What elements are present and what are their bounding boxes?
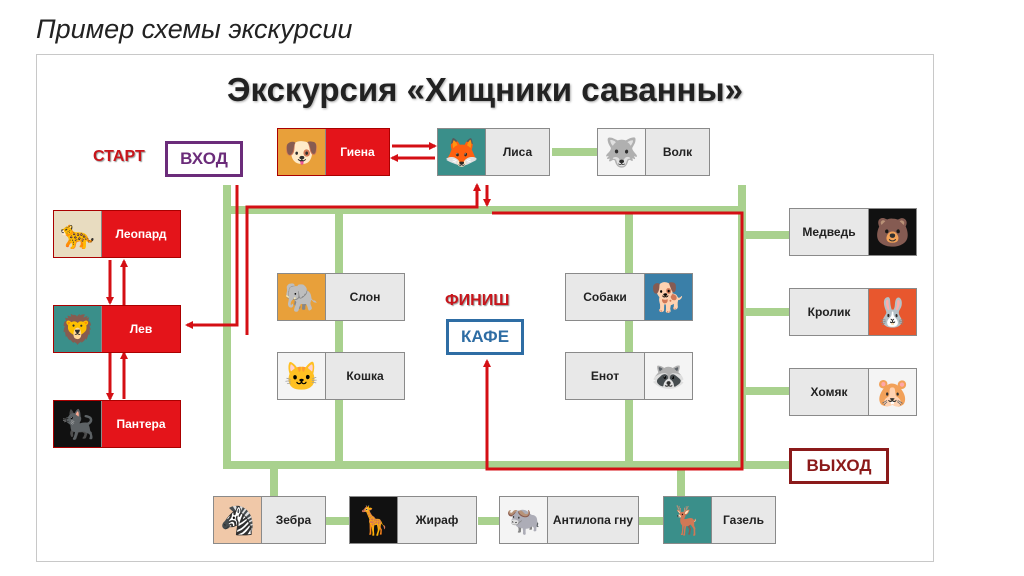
- node-cat[interactable]: 🐱 Кошка: [277, 352, 405, 400]
- node-label: Волк: [662, 144, 693, 159]
- node-giraffe[interactable]: 🦒 Жираф: [349, 496, 477, 544]
- node-label: Слон: [349, 289, 381, 304]
- exit-box[interactable]: ВЫХОД: [789, 448, 889, 484]
- node-label: Жираф: [415, 512, 459, 527]
- node-rabbit[interactable]: 🐰 Кролик: [789, 288, 917, 336]
- slide-title: Пример схемы экскурсии: [36, 14, 353, 44]
- node-elephant[interactable]: 🐘 Слон: [277, 273, 405, 321]
- node-label: Медведь: [802, 224, 856, 239]
- route-entrance-to-lion: [185, 185, 239, 329]
- dog-icon: 🐕: [644, 274, 692, 320]
- finish-label: ФИНИШ: [445, 292, 510, 309]
- zebra-icon: 🦓: [214, 497, 262, 543]
- wolf-icon: 🐺: [598, 129, 646, 175]
- bear-icon: 🐻: [868, 209, 916, 255]
- node-hamster[interactable]: 🐹 Хомяк: [789, 368, 917, 416]
- node-raccoon[interactable]: 🦝 Енот: [565, 352, 693, 400]
- node-zebra[interactable]: 🦓 Зебра: [213, 496, 326, 544]
- cafe-box[interactable]: КАФЕ: [446, 319, 524, 355]
- node-hyena[interactable]: 🐶 Гиена: [277, 128, 390, 176]
- diagram-frame: Экскурсия «Хищники саванны»: [36, 54, 934, 562]
- elephant-icon: 🐘: [278, 274, 326, 320]
- red-route: [106, 142, 744, 471]
- node-label: Антилопа гну: [552, 512, 634, 527]
- node-label: Лев: [129, 321, 153, 336]
- node-label: Енот: [590, 368, 620, 383]
- node-leopard[interactable]: 🐆 Леопард: [53, 210, 181, 258]
- node-label: Хомяк: [810, 384, 848, 399]
- panther-icon: 🐈‍⬛: [54, 401, 102, 447]
- node-dogs[interactable]: 🐕 Собаки: [565, 273, 693, 321]
- route-loop-to-cafe: [483, 211, 744, 471]
- node-fox[interactable]: 🦊 Лиса: [437, 128, 550, 176]
- wildebeest-icon: 🐃: [500, 497, 548, 543]
- entrance-box[interactable]: ВХОД: [165, 141, 243, 177]
- lion-icon: 🦁: [54, 306, 102, 352]
- start-label: СТАРТ: [93, 148, 145, 165]
- fox-icon: 🦊: [438, 129, 486, 175]
- node-label: Лиса: [502, 144, 533, 159]
- node-label: Леопард: [115, 226, 167, 241]
- node-gazelle[interactable]: 🦌 Газель: [663, 496, 776, 544]
- route-lion-to-fox: [245, 183, 481, 335]
- hamster-icon: 🐹: [868, 369, 916, 415]
- node-lion[interactable]: 🦁 Лев: [53, 305, 181, 353]
- node-label: Кошка: [346, 368, 384, 383]
- node-panther[interactable]: 🐈‍⬛ Пантера: [53, 400, 181, 448]
- node-label: Газель: [723, 512, 764, 527]
- node-wildebeest[interactable]: 🐃 Антилопа гну: [499, 496, 639, 544]
- node-label: Зебра: [275, 512, 312, 527]
- route-paths: [106, 142, 789, 525]
- node-label: Пантера: [116, 416, 166, 431]
- giraffe-icon: 🦒: [350, 497, 398, 543]
- node-label: Кролик: [807, 304, 851, 319]
- node-bear[interactable]: 🐻 Медведь: [789, 208, 917, 256]
- node-label: Гиена: [340, 144, 375, 159]
- node-label: Собаки: [583, 289, 627, 304]
- diagram-title: Экскурсия «Хищники саванны»: [227, 71, 743, 108]
- gazelle-icon: 🦌: [664, 497, 712, 543]
- node-wolf[interactable]: 🐺 Волк: [597, 128, 710, 176]
- leopard-icon: 🐆: [54, 211, 102, 257]
- hyena-icon: 🐶: [278, 129, 326, 175]
- cat-icon: 🐱: [278, 353, 326, 399]
- raccoon-icon: 🦝: [644, 353, 692, 399]
- rabbit-icon: 🐰: [868, 289, 916, 335]
